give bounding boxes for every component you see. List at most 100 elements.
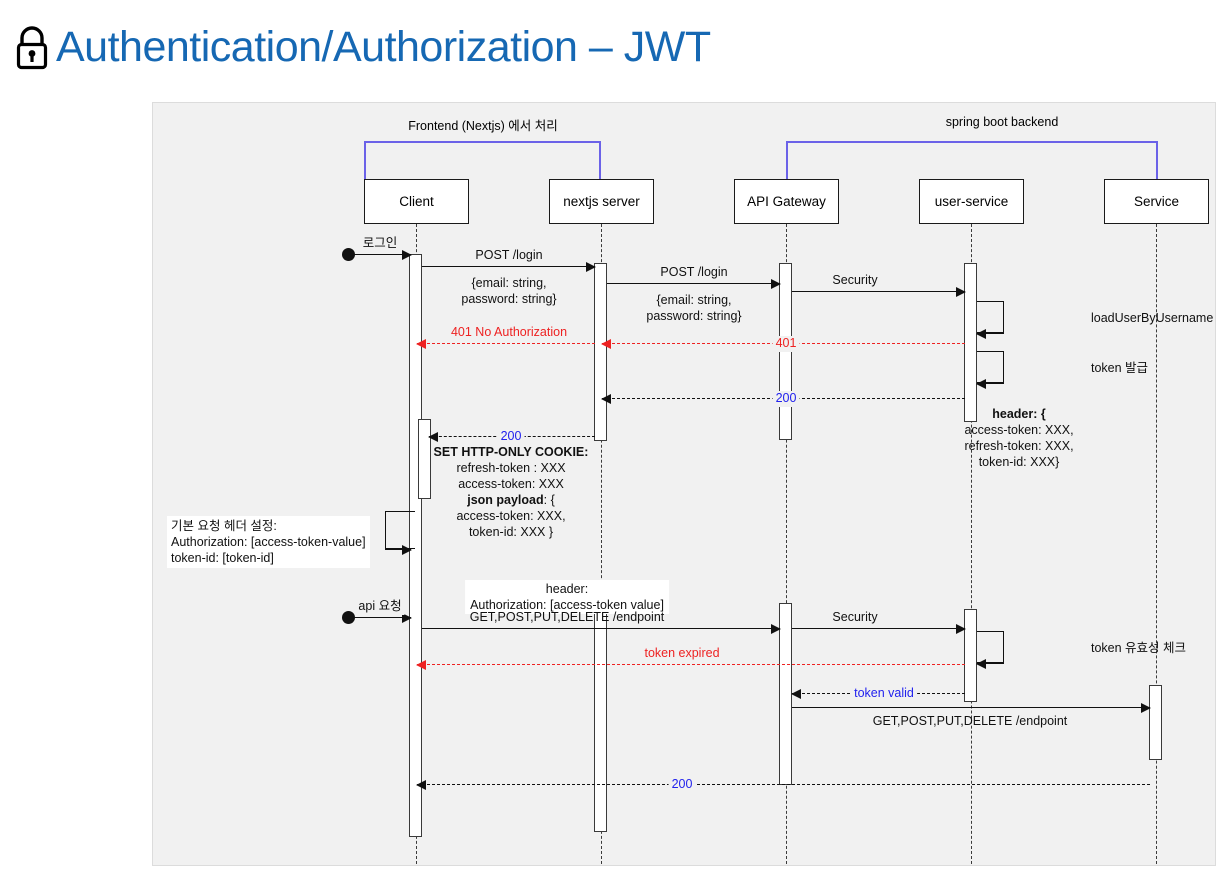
arrowhead-right-icon <box>771 279 781 289</box>
arrowhead-left-icon <box>976 659 986 669</box>
message-api-request-line <box>349 613 412 623</box>
lifeline-nextjs-server <box>601 224 602 864</box>
message-label-endpoint-1: GET,POST,PUT,DELETE /endpoint <box>469 610 665 624</box>
note-line: access-token: XXX <box>458 477 564 491</box>
message-default-header-return <box>385 545 412 555</box>
activation-service-api <box>1149 685 1162 760</box>
message-label-final-200: 200 <box>668 777 696 793</box>
note-set-cookie: SET HTTP-ONLY COOKIE: refresh-token : XX… <box>434 444 589 540</box>
message-label-security-2: Security <box>832 610 878 624</box>
arrowhead-right-icon <box>1141 703 1151 713</box>
activation-user-service-api <box>964 609 977 702</box>
arrowhead-left-icon <box>601 339 611 349</box>
message-label-login: 로그인 <box>359 236 401 252</box>
actor-dot-login <box>342 248 355 261</box>
arrowhead-right-icon <box>402 613 412 623</box>
note-line: refresh-token : XXX <box>456 461 566 475</box>
message-label-post-login-2: POST /login <box>660 265 728 279</box>
participant-service[interactable]: Service <box>1104 179 1209 224</box>
message-token-issue-return <box>976 379 1004 389</box>
message-post-login-1-line <box>422 262 596 272</box>
message-load-user-return <box>976 329 1004 339</box>
arrowhead-right-icon <box>956 624 966 634</box>
note-request-header: header: Authorization: [access-token val… <box>465 580 669 614</box>
note-line: token-id: XXX } <box>468 525 554 539</box>
arrowhead-left-icon <box>976 329 986 339</box>
participant-label: API Gateway <box>747 194 826 209</box>
participant-label: Service <box>1133 194 1179 209</box>
arrowhead-right-icon <box>771 624 781 634</box>
group-label-frontend: Frontend (Nextjs) 에서 처리 <box>402 115 564 134</box>
note-line: header: { <box>964 406 1073 422</box>
note-line: password: string} <box>461 292 557 306</box>
message-endpoint-2-line <box>792 703 1151 713</box>
message-endpoint-1-line <box>422 624 781 634</box>
note-line: header: <box>545 582 589 596</box>
selfloop-token-check <box>977 631 1004 663</box>
note-header-key: header: { <box>992 407 1046 421</box>
message-label-post-login-1: POST /login <box>475 248 543 262</box>
note-line: refresh-token: XXX, <box>964 439 1074 453</box>
arrowhead-right-icon <box>956 287 966 297</box>
participant-client[interactable]: Client <box>364 179 469 224</box>
note-line: password: string} <box>646 309 742 323</box>
message-security-1-line <box>792 287 966 297</box>
message-post-login-2-line <box>607 279 781 289</box>
participant-nextjs-server[interactable]: nextjs server <box>549 179 654 224</box>
message-login-line <box>349 250 412 260</box>
lock-icon <box>16 25 48 69</box>
participant-label: user-service <box>934 194 1009 209</box>
message-label-security-1: Security <box>832 273 878 287</box>
arrowhead-left-icon <box>601 394 611 404</box>
lifeline-service <box>1156 224 1157 864</box>
arrowhead-left-icon <box>416 780 426 790</box>
message-label-token-valid: token valid <box>851 686 917 702</box>
activation-client-nested <box>418 419 431 499</box>
message-label-401-client: 401 No Authorization <box>447 325 571 341</box>
message-label-token-check: token 유효성 체크 <box>1091 641 1187 655</box>
activation-nextjs-login <box>594 263 607 441</box>
message-label-200-client: 200 <box>497 429 525 445</box>
arrowhead-right-icon <box>402 250 412 260</box>
activation-user-service-login <box>964 263 977 422</box>
participant-api-gateway[interactable]: API Gateway <box>734 179 839 224</box>
message-label-load-user: loadUserByUsername <box>1091 311 1214 325</box>
group-bracket-backend <box>786 141 1158 179</box>
message-label-401-code: 401 <box>772 336 800 352</box>
group-label-backend: spring boot backend <box>939 115 1065 129</box>
message-label-api-request: api 요청 <box>355 599 405 615</box>
group-bracket-frontend <box>364 141 601 179</box>
note-line: token-id: [token-id] <box>171 551 274 565</box>
note-line: SET HTTP-ONLY COOKIE: <box>434 444 589 460</box>
message-401-nextjs-line <box>601 339 780 349</box>
note-line: 기본 요청 헤더 설정: <box>171 519 277 533</box>
message-token-check-return <box>976 659 1004 669</box>
note-login-body-2: {email: string, password: string} <box>646 292 741 324</box>
note-default-request-header: 기본 요청 헤더 설정: Authorization: [access-toke… <box>167 516 370 568</box>
sequence-diagram-canvas: Frontend (Nextjs) 에서 처리 spring boot back… <box>152 102 1216 866</box>
note-line: token-id: XXX} <box>978 455 1060 469</box>
note-payload-title: json payload <box>467 493 544 507</box>
selfloop-token-issue <box>977 351 1004 383</box>
selfloop-default-header <box>385 511 415 549</box>
arrowhead-left-icon <box>416 339 426 349</box>
arrowhead-left-icon <box>791 689 801 699</box>
lifeline-user-service <box>971 224 972 864</box>
note-line: json payload: { <box>434 492 589 508</box>
activation-nextjs-api <box>594 605 607 832</box>
note-line: {email: string, <box>471 276 547 290</box>
message-label-endpoint-2: GET,POST,PUT,DELETE /endpoint <box>872 714 1068 728</box>
note-line: Authorization: [access-token value] <box>470 598 664 612</box>
actor-dot-api-request <box>342 611 355 624</box>
arrowhead-right-icon <box>586 262 596 272</box>
participant-user-service[interactable]: user-service <box>919 179 1024 224</box>
arrowhead-left-icon <box>428 432 438 442</box>
note-line: access-token: XXX, <box>456 509 566 523</box>
message-label-200-gateway: 200 <box>772 391 800 407</box>
arrowhead-right-icon <box>402 545 412 555</box>
note-line: Authorization: [access-token-value] <box>171 535 366 549</box>
note-response-header: header: { access-token: XXX, refresh-tok… <box>964 406 1073 470</box>
participant-label: nextjs server <box>563 194 640 209</box>
page-title: Authentication/Authorization – JWT <box>56 23 711 71</box>
note-cookie-title: SET HTTP-ONLY COOKIE: <box>433 445 589 459</box>
